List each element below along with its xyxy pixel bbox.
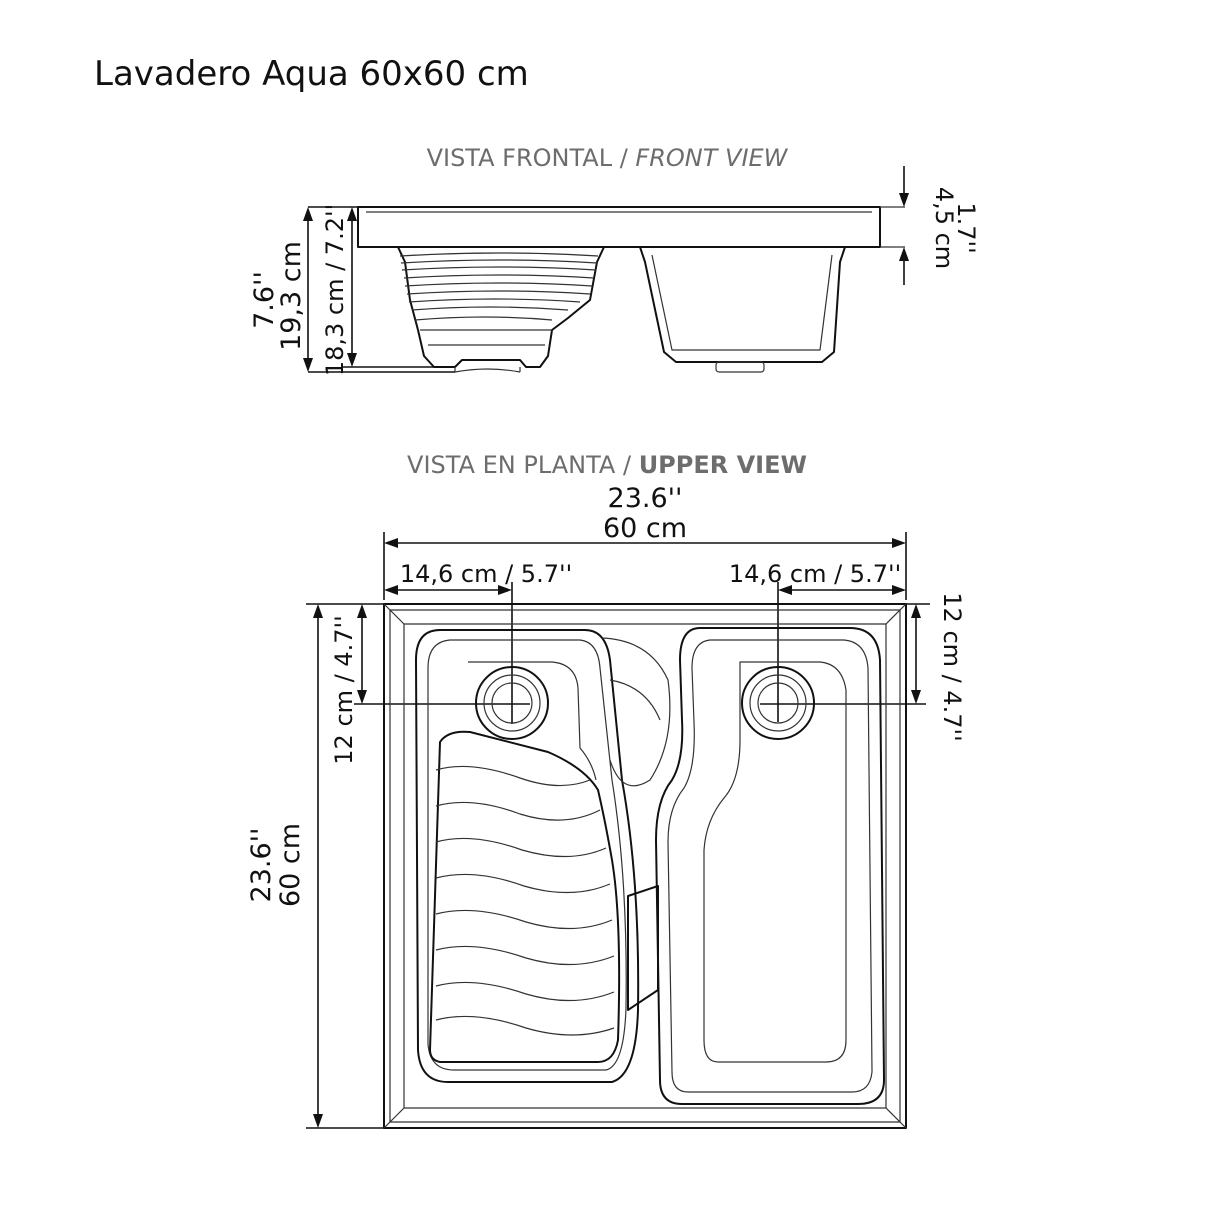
- upper-depth-cm: 60 cm: [275, 823, 306, 907]
- plan-soap-tray-inner: [609, 679, 661, 721]
- front-rim-cm: 4,5 cm: [930, 187, 958, 269]
- plan-side-tab: [627, 885, 659, 1011]
- front-rim-arrow-top: [899, 193, 909, 207]
- plan-left-basin-inner: [427, 639, 627, 1071]
- drain-left-offset-label: 14,6 cm / 5.7'': [400, 560, 572, 588]
- upper-depth-in: 23.6'': [246, 828, 277, 903]
- drain-top-right-label: 12 cm / 4.7'': [938, 592, 966, 741]
- plan-left-basin: [415, 629, 640, 1083]
- front-right-basin-inner: [651, 254, 833, 351]
- plan-right-drain-inner: [757, 682, 799, 724]
- front-rim: [357, 206, 881, 248]
- front-view-title: VISTA FRONTAL / FRONT VIEW: [427, 144, 789, 172]
- plan-rim-edge: [389, 609, 901, 1123]
- plan-left-drain-inner: [491, 682, 533, 724]
- plan-outer-rim: [383, 603, 907, 1129]
- drain-left-offset-arrows: [384, 585, 512, 595]
- front-total-height-cm: 19,3 cm: [276, 241, 307, 351]
- upper-view-drawing: [383, 603, 907, 1129]
- plan-right-basin: [655, 627, 885, 1105]
- plan-washboard: [429, 730, 621, 1063]
- plan-rim-inner: [403, 623, 887, 1109]
- front-left-drain: [454, 367, 521, 373]
- plan-soap-tray: [601, 637, 671, 787]
- front-rim-in: 1.7'': [952, 202, 980, 253]
- plan-right-basin-inner: [667, 639, 873, 1093]
- upper-view-dimensions: [306, 532, 930, 1129]
- plan-right-basin-floor: [703, 661, 847, 1063]
- upper-width-cm: 60 cm: [603, 513, 687, 544]
- front-total-height-in: 7.6'': [249, 271, 280, 329]
- upper-view-title-emphasis: UPPER VIEW: [639, 451, 807, 479]
- front-right-drain: [715, 361, 765, 373]
- drain-right-offset-arrows: [778, 585, 906, 595]
- upper-view-title: VISTA EN PLANTA / UPPER VIEW: [407, 451, 807, 479]
- plan-left-drain-outer: [475, 666, 549, 740]
- drain-right-offset-label: 14,6 cm / 5.7'': [729, 560, 901, 588]
- page-title: Lavadero Aqua 60x60 cm: [94, 54, 529, 94]
- upper-width-in: 23.6'': [608, 483, 683, 514]
- plan-left-drain-seat: [468, 661, 597, 781]
- front-view-title-emphasis: FRONT VIEW: [635, 144, 788, 172]
- plan-washboard-ribs: [435, 765, 615, 1036]
- plan-right-drain-outer: [741, 666, 815, 740]
- front-view-title-normal: VISTA FRONTAL /: [427, 144, 636, 172]
- front-view-drawing: [303, 166, 909, 373]
- plan-right-drain-ring: [749, 674, 807, 732]
- front-basin-depth: 18,3 cm / 7.2'': [321, 204, 349, 376]
- drain-top-left-label: 12 cm / 4.7'': [330, 615, 358, 764]
- front-rim-arrow-bottom: [899, 247, 909, 261]
- plan-left-drain-ring: [483, 674, 541, 732]
- upper-view-title-normal: VISTA EN PLANTA /: [407, 451, 639, 479]
- front-washboard-ribs: [399, 252, 599, 346]
